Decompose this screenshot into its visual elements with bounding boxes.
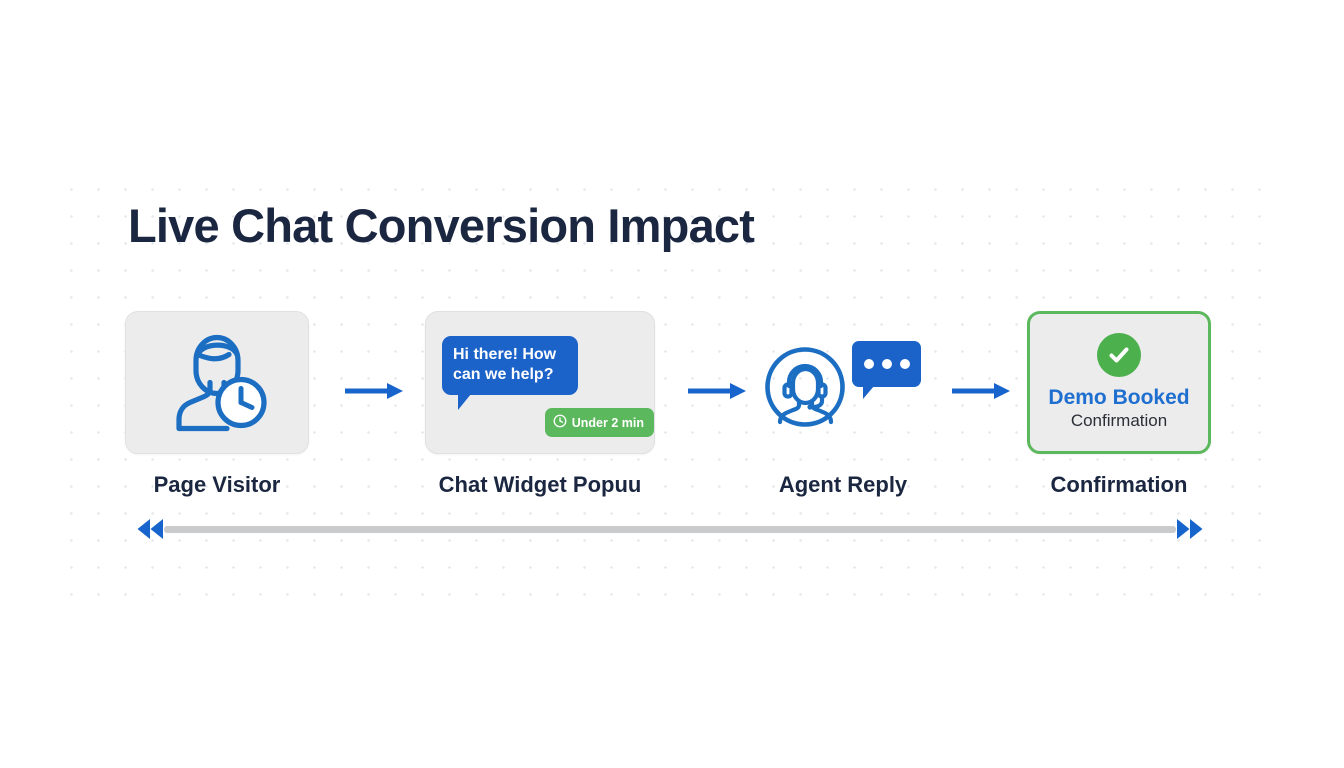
response-time-label: Under 2 min <box>571 415 644 430</box>
flow-step-agent-reply[interactable]: Agent Reply <box>750 311 936 498</box>
typing-dot <box>881 358 892 369</box>
double-arrow-left-icon <box>136 518 166 545</box>
flow-step-label: Chat Widget Popuu <box>438 472 642 497</box>
typing-indicator-bubble <box>852 340 921 399</box>
timeline <box>136 516 1204 544</box>
flow-step-confirmation[interactable]: Demo Booked Confirmation Confirmation <box>1026 311 1212 498</box>
flow-step-label: Confirmation <box>1050 472 1188 497</box>
flow-step-label: Page Visitor <box>153 472 281 497</box>
person-with-clock-icon <box>162 328 272 437</box>
connector-arrow-2 <box>688 381 748 401</box>
connector-arrow-3 <box>952 381 1012 401</box>
page-visitor-card[interactable] <box>125 311 309 454</box>
check-circle-icon <box>1097 333 1141 378</box>
flow-step-chat-widget[interactable]: Hi there! How can we help? Under 2 min C… <box>424 311 656 498</box>
page-title: Live Chat Conversion Impact <box>128 199 755 252</box>
chat-greeting-line-1: Hi there! How <box>453 346 557 363</box>
flow-step-page-visitor[interactable]: Page Visitor <box>124 311 310 498</box>
connector-arrow-1 <box>345 381 405 401</box>
chat-greeting-line-2: can we help? <box>453 366 554 384</box>
typing-dot <box>863 358 874 369</box>
agent-reply-card <box>751 311 935 454</box>
chat-greeting-bubble: Hi there! How can we help? <box>442 336 578 411</box>
confirmation-card[interactable]: Demo Booked Confirmation <box>1027 311 1211 454</box>
process-flow: Page Visitor Hi there! How can we help? <box>0 311 1344 497</box>
double-arrow-right-icon <box>1174 518 1204 545</box>
confirmation-title: Demo Booked <box>1048 386 1190 410</box>
response-time-badge: Under 2 min <box>544 408 654 437</box>
confirmation-subtitle: Confirmation <box>1070 411 1168 431</box>
chat-widget-card[interactable]: Hi there! How can we help? Under 2 min <box>425 311 655 454</box>
agent-reply-graphic <box>763 328 923 438</box>
flow-step-label: Agent Reply <box>778 472 908 497</box>
typing-dot <box>899 358 910 369</box>
agent-headset-icon <box>764 346 846 433</box>
timeline-bar[interactable] <box>164 526 1176 533</box>
clock-icon <box>553 414 567 431</box>
